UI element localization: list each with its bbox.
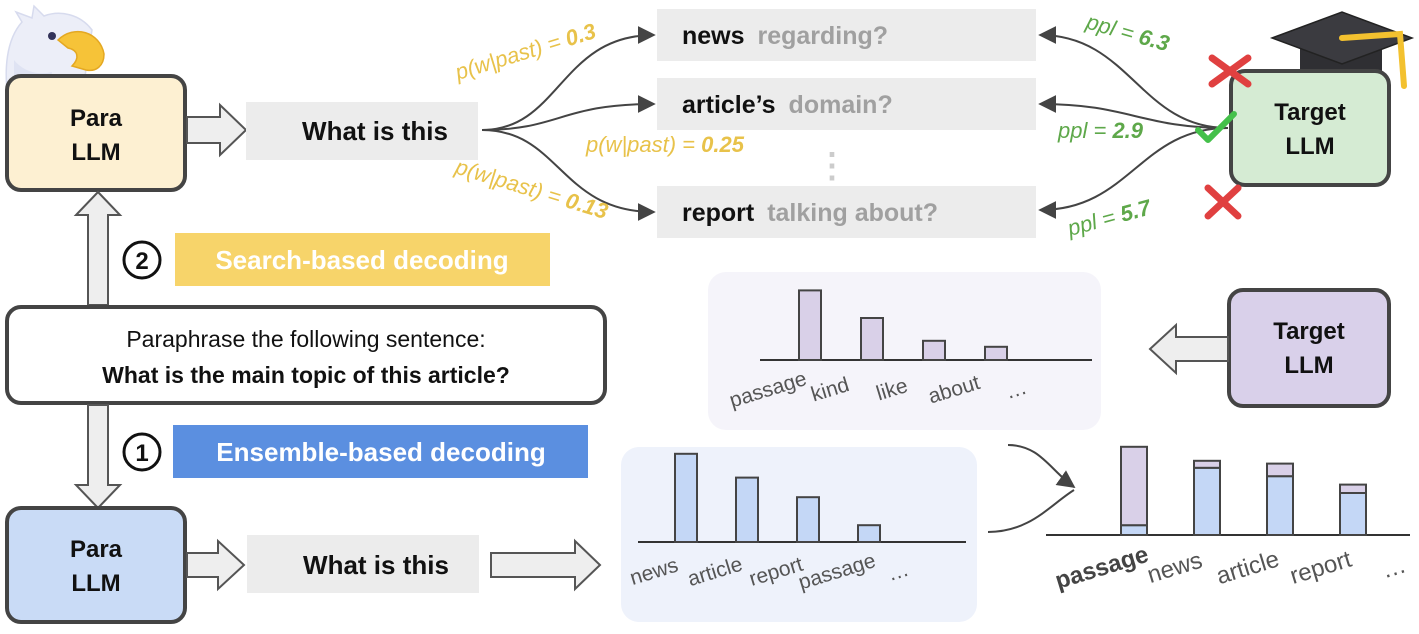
candidate-2-rest: domain? bbox=[789, 91, 893, 119]
target-dist-bar-0 bbox=[798, 289, 822, 361]
prefix-top-text: What is this bbox=[302, 116, 448, 146]
ens-dist-label-2: article bbox=[1213, 546, 1282, 591]
merge-arrow-bottom bbox=[987, 489, 1075, 533]
prob-label-2-value: 0.25 bbox=[701, 132, 745, 157]
para-dist-bar-2 bbox=[796, 496, 820, 544]
candidate-1-rest: regarding? bbox=[757, 22, 888, 50]
block-arrow-to-distribution bbox=[490, 538, 602, 592]
candidate-3-rest: talking about? bbox=[767, 199, 938, 227]
cross-icon bbox=[1204, 184, 1242, 220]
prompt-line2: What is the main topic of this article? bbox=[102, 362, 510, 388]
block-arrow-top bbox=[186, 102, 248, 158]
target-dist-bar-1 bbox=[860, 317, 884, 361]
target-dist-bar-3 bbox=[984, 345, 1008, 361]
check-icon bbox=[1195, 111, 1237, 143]
para-dist-bar-3 bbox=[857, 524, 881, 544]
ens-dist-bar-blue-0 bbox=[1120, 524, 1148, 537]
target-llm-green-label-line2: LLM bbox=[1285, 133, 1334, 160]
block-arrow-from-target bbox=[1148, 322, 1229, 376]
prefix-bottom-box bbox=[247, 535, 479, 593]
ens-dist-bar-blue-3 bbox=[1339, 492, 1367, 536]
prob-label-1-prefix: p(w|past) = bbox=[451, 27, 569, 85]
ppl-label-1-prefix: ppl = bbox=[1083, 8, 1143, 47]
para-llm-bottom-label-line2: LLM bbox=[71, 570, 120, 597]
ppl-label-2-value: 2.9 bbox=[1111, 118, 1143, 143]
prompt-line1: Paraphrase the following sentence: bbox=[126, 326, 485, 352]
ensemble-decoding-label: Ensemble-based decoding bbox=[216, 437, 545, 467]
para-llm-top-label-line2: LLM bbox=[71, 139, 120, 166]
prob-label-1-value: 0.3 bbox=[562, 18, 599, 51]
target-llm-purple-label-line1: Target bbox=[1273, 318, 1345, 345]
ppl-label-3: ppl = 5.7 bbox=[1064, 194, 1155, 241]
ens-dist-bar-blue-1 bbox=[1193, 466, 1221, 536]
block-arrow-down bbox=[73, 404, 123, 510]
target-distribution-panel bbox=[708, 272, 1101, 430]
prefix-top-box bbox=[246, 102, 478, 160]
merge-arrow-top bbox=[1007, 444, 1076, 489]
candidate-1-word: news bbox=[682, 22, 745, 50]
prob-label-1: p(w|past) = 0.3 bbox=[451, 18, 599, 85]
ppl-label-2: ppl = 2.9 bbox=[1057, 118, 1144, 143]
step-1-number: 1 bbox=[135, 440, 148, 467]
para-llm-top-label-line1: Para bbox=[70, 105, 123, 132]
para-dist-bar-1 bbox=[735, 476, 759, 544]
prob-label-3: p(w|past) = 0.13 bbox=[452, 154, 611, 224]
ens-dist-label-4: … bbox=[1378, 551, 1409, 584]
branch-arrow-2 bbox=[481, 95, 656, 131]
step-2-circle-icon: 2 bbox=[122, 240, 162, 280]
ppl-arrow-2 bbox=[1038, 95, 1229, 129]
ens-dist-label-3: report bbox=[1287, 546, 1355, 590]
block-arrow-bottom bbox=[186, 538, 246, 592]
ens-dist-bar-purple-3 bbox=[1339, 483, 1367, 495]
search-decoding-box bbox=[175, 233, 550, 286]
prob-label-2-prefix: p(w|past) = bbox=[585, 132, 701, 157]
candidate-box-2 bbox=[657, 78, 1036, 130]
ppl-label-1-value: 6.3 bbox=[1136, 24, 1172, 56]
candidate-2-word: article’s bbox=[682, 91, 776, 119]
ensemble-decoding-box bbox=[173, 425, 588, 478]
ens-dist-bar-purple-1 bbox=[1193, 459, 1221, 469]
candidate-text-2: article’s domain? bbox=[682, 91, 893, 119]
candidate-text-1: news regarding? bbox=[682, 22, 888, 50]
para-llm-bottom-box bbox=[5, 506, 187, 624]
prob-label-3-value: 0.13 bbox=[563, 188, 611, 224]
para-llm-bottom-label-line1: Para bbox=[70, 536, 123, 563]
ppl-arrow-1 bbox=[1038, 26, 1229, 129]
ens-dist-bar-blue-2 bbox=[1266, 475, 1294, 537]
candidate-box-3 bbox=[657, 186, 1036, 238]
ens-dist-bar-purple-0 bbox=[1120, 445, 1148, 527]
ppl-label-3-value: 5.7 bbox=[1117, 194, 1155, 227]
search-decoding-label: Search-based decoding bbox=[215, 245, 508, 275]
prefix-bottom-text: What is this bbox=[303, 550, 449, 580]
ens-dist-label-0: passage bbox=[1052, 541, 1152, 595]
target-llm-purple-box bbox=[1227, 288, 1391, 408]
graduation-cap-icon bbox=[1269, 11, 1415, 89]
cross-icon bbox=[1208, 54, 1252, 88]
ens-dist-label-1: news bbox=[1144, 547, 1205, 589]
branch-arrow-3 bbox=[481, 129, 656, 221]
ens-dist-bar-purple-2 bbox=[1266, 462, 1294, 478]
vertical-ellipsis: ⋮ bbox=[815, 147, 849, 185]
step-1-circle-icon: 1 bbox=[122, 432, 162, 472]
target-llm-purple-label-line2: LLM bbox=[1284, 352, 1333, 379]
target-dist-bar-2 bbox=[922, 339, 946, 361]
candidate-text-3: report talking about? bbox=[682, 199, 938, 227]
step-2-number: 2 bbox=[135, 248, 148, 275]
ppl-label-2-prefix: ppl = bbox=[1057, 118, 1112, 143]
prompt-box bbox=[5, 305, 607, 405]
target-llm-green-box bbox=[1229, 69, 1391, 187]
block-arrow-up bbox=[73, 190, 123, 306]
target-llm-green-label-line1: Target bbox=[1274, 99, 1346, 126]
ppl-label-3-prefix: ppl = bbox=[1064, 203, 1124, 241]
para-llm-top-box bbox=[5, 74, 187, 192]
candidate-3-word: report bbox=[682, 199, 755, 227]
branch-arrow-1 bbox=[481, 26, 656, 131]
para-dist-bar-0 bbox=[674, 452, 698, 543]
prob-label-2: p(w|past) = 0.25 bbox=[585, 132, 745, 157]
candidate-box-1 bbox=[657, 9, 1036, 61]
